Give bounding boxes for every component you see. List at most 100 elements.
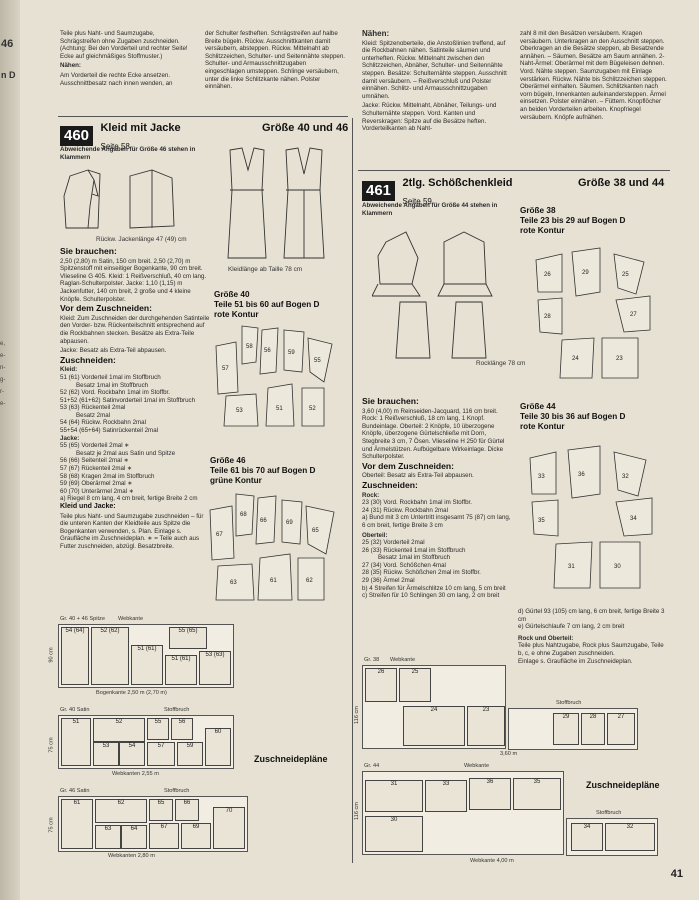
model-460-title: 460 Kleid mit Jacke Seite 58 <box>60 118 181 154</box>
cut-line: Besatz 1mal im Stoffbruch <box>378 554 451 562</box>
pattern-piece: 69 <box>181 823 211 849</box>
svg-text:61: 61 <box>270 578 277 584</box>
jacket-sketch <box>63 169 175 229</box>
edge-note: e- <box>0 401 6 407</box>
instruction-text: 2,50 (2,80) m Satin, 150 cm breit. 2,50 … <box>60 257 207 303</box>
sub-heading: Kleid: <box>60 366 78 374</box>
page-number: 41 <box>670 868 683 880</box>
pattern-piece: 32 <box>605 823 655 851</box>
svg-text:29: 29 <box>582 270 589 276</box>
pattern-piece: 54 <box>119 742 145 766</box>
svg-text:33: 33 <box>538 474 545 480</box>
pattern-piece: 67 <box>149 823 179 849</box>
svg-text:53: 53 <box>236 408 243 414</box>
pattern-piece: 53 <box>93 742 119 766</box>
model-seite: Seite 59 <box>402 197 432 206</box>
svg-text:52: 52 <box>309 406 316 412</box>
svg-text:24: 24 <box>572 356 579 362</box>
spine-number: 46 <box>1 38 14 50</box>
instruction-text: Teile plus Naht- und Saumzugabe, Schrägs… <box>60 30 188 60</box>
sub-heading: Jacke: <box>60 434 80 442</box>
pattern-piece: 61 <box>61 799 93 849</box>
instruction-text: Oberteil: Besatz als Extra-Teil abpausen… <box>362 472 474 480</box>
cut-line: 24 (31) Rückw. Rockbahn 2mal <box>362 506 448 514</box>
cut-line: 28 (35) Rückw. Schößchen 2mal im Stoffbr… <box>362 569 481 577</box>
edge-note: e, <box>0 341 6 347</box>
plan-edge-label: Webkante <box>390 657 416 663</box>
instruction-text: Kleid: Zum Zuschneiden der durchgehenden… <box>60 314 210 345</box>
svg-text:34: 34 <box>630 516 637 522</box>
pattern-piece: 56 <box>171 718 193 740</box>
section-heading: Sie brauchen: <box>362 396 419 406</box>
cut-line: 25 (32) Vorderteil 2mal <box>362 539 425 547</box>
svg-text:56: 56 <box>264 348 271 354</box>
cutting-plan-spitze: 54 (64) 52 (62) 51 (61) 51 (61) 55 (65) … <box>58 624 234 688</box>
svg-text:63: 63 <box>230 580 237 586</box>
edge-note: n- <box>0 365 6 371</box>
svg-text:36: 36 <box>578 472 585 478</box>
plan-width-label: 116 cm <box>353 802 360 820</box>
cut-line: 51+52 (61+62) Satinvorderteil 1mal im St… <box>60 396 196 404</box>
plan-width-label: 116 cm <box>353 706 360 724</box>
edge-note: g- <box>0 377 6 383</box>
size-46-label: Größe 46 Teile 61 bis 70 auf Bogen D grü… <box>210 456 316 485</box>
instruction-text: Einlage s. Graufläche im Zuschneideplan. <box>518 657 633 665</box>
model-number-badge: 460 <box>60 126 94 146</box>
instruction-text: 3,60 (4,00) m Reinseiden-Jacquard, 116 c… <box>362 407 505 461</box>
section-rule <box>58 116 348 117</box>
pattern-piece: 31 <box>365 780 423 812</box>
pattern-piece: 24 <box>403 706 465 746</box>
model-name: Kleid mit Jacke <box>100 122 181 134</box>
section-heading: Sie brauchen: <box>60 246 117 256</box>
pattern-piece: 63 <box>95 825 121 849</box>
cut-line: 54 (64) Rückw. Rockbahn 2mal <box>60 419 146 427</box>
svg-text:55: 55 <box>314 358 321 364</box>
pattern-piece: 51 <box>61 718 91 766</box>
cut-line: 57 (67) Rückenteil 2mal ∗ <box>60 465 133 473</box>
dress-sketch <box>227 147 325 259</box>
cut-line: 60 (70) Unterärmel 2mal ∗ <box>60 487 134 495</box>
plan-label: Gr. 46 Satin <box>60 788 90 794</box>
model-460-instructions: Sie brauchen: 2,50 (2,80) m Satin, 150 c… <box>60 246 210 553</box>
model-name: 2tlg. Schößchenkleid <box>402 177 513 189</box>
edge-note: r- <box>0 389 4 395</box>
size-44-label: Größe 44 Teile 30 bis 36 auf Bogen D rot… <box>520 402 626 431</box>
cutting-plan-38-part1: 26 25 24 23 <box>362 665 506 749</box>
pattern-piece: 36 <box>469 778 511 810</box>
cut-line: 53 (63) Rückenteil 2mal <box>60 404 126 412</box>
svg-text:26: 26 <box>544 272 551 278</box>
section-heading: Nähen: <box>362 29 390 38</box>
cut-line: Besatz 1mal im Stoffbruch <box>76 381 149 389</box>
svg-text:58: 58 <box>246 344 253 350</box>
pattern-piece: 59 <box>177 742 203 766</box>
pattern-piece: 65 <box>149 799 173 821</box>
cut-line: c) Streifen für 10 Schlingen 30 cm lang,… <box>362 592 500 600</box>
column-divider <box>352 118 353 863</box>
pattern-piece: 35 <box>513 778 561 810</box>
top-right-text: Nähen: Kleid: Spitzenoberteile, die Anst… <box>362 30 507 135</box>
pattern-piece: 33 <box>425 780 467 812</box>
cut-line: Besatz je 2mal aus Satin und Spitze <box>76 449 176 457</box>
section-heading: Kleid und Jacke: <box>60 503 116 510</box>
size-note: Abweichende Angaben für Größe 46 stehen … <box>60 146 196 161</box>
svg-text:27: 27 <box>630 312 637 318</box>
pattern-piece: 27 <box>607 713 635 745</box>
cutting-plan-38-part2: 29 28 27 <box>508 708 638 750</box>
pattern-piece: 52 (62) <box>91 627 129 685</box>
plan-length-label: Webkanten 2,55 m <box>112 771 159 777</box>
sub-heading: Oberteil: <box>362 531 388 539</box>
cut-line: b) 4 Streifen für Ärmelschlitze 10 cm la… <box>362 584 506 592</box>
cutting-plan-44-part2: 34 32 <box>566 818 658 856</box>
plan-fold-label: Stoffbruch <box>596 810 622 816</box>
sub-heading: Rock und Oberteil: <box>518 634 574 642</box>
plan-fold-label: Stoffbruch <box>164 788 190 794</box>
plan-width-label: 90 cm <box>48 647 55 663</box>
instruction-text: Jacke: Rückw. Mittelnaht, Abnäher, Teilu… <box>362 102 497 133</box>
pattern-piece: 23 <box>467 706 505 746</box>
cut-line: 56 (66) Seitenteil 2mal ∗ <box>60 457 129 465</box>
pattern-piece: 53 (63) <box>199 651 231 685</box>
svg-text:62: 62 <box>306 578 313 584</box>
plan-label: Gr. 40 + 46 Spitze <box>60 616 105 622</box>
